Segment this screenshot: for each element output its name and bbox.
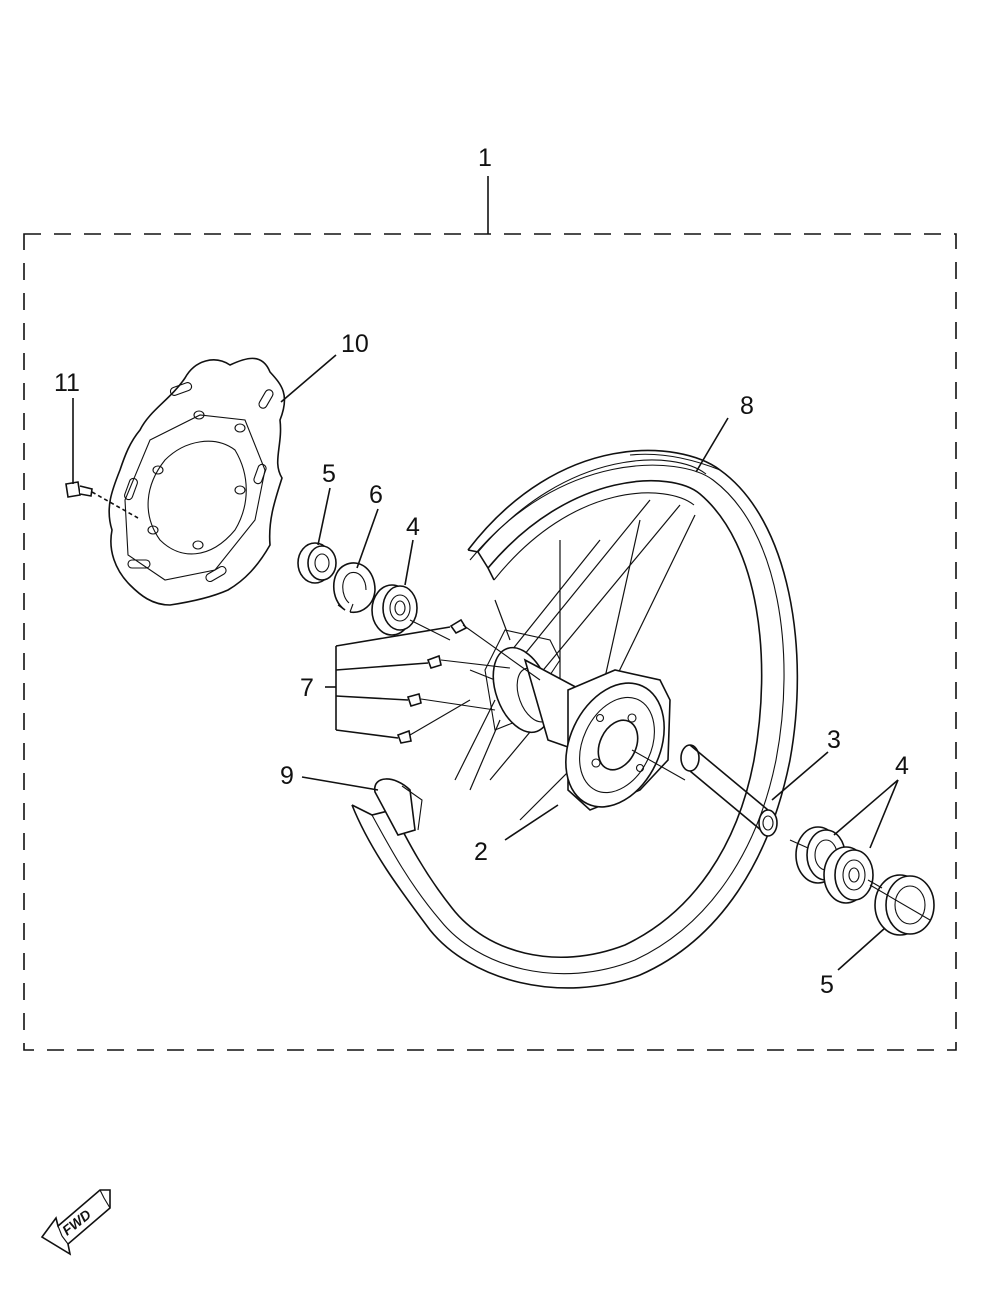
- callout-rim-band: 9: [280, 762, 294, 790]
- leader-lines: [72, 354, 899, 971]
- callout-labels: 1 10 11 5 6 4 8 7 9 2 3 4 5: [54, 144, 909, 999]
- brake-disc: [108, 357, 286, 606]
- oil-seal-right: [869, 874, 935, 936]
- callout-hub: 2: [474, 838, 488, 866]
- callout-bearing-left: 4: [406, 513, 420, 541]
- assembly-boundary: [23, 176, 957, 1051]
- circlip: [332, 562, 376, 614]
- callout-brake-disc: 10: [341, 330, 369, 358]
- collar: [680, 744, 778, 837]
- spokes-assembled: [454, 499, 696, 821]
- loose-spokes: [396, 618, 541, 744]
- callout-assembly: 1: [478, 144, 492, 172]
- callout-seal-left: 5: [322, 460, 336, 488]
- hub: [484, 629, 686, 811]
- callout-seal-right: 5: [820, 971, 834, 999]
- callout-rim: 8: [740, 392, 754, 420]
- rim-band: [374, 778, 423, 836]
- callout-bearing-right: 4: [895, 752, 909, 780]
- callout-disc-bolt: 11: [54, 369, 80, 397]
- callout-collar: 3: [827, 726, 841, 754]
- disc-bolt: [65, 481, 139, 519]
- bearing-left: [371, 584, 418, 636]
- callout-circlip: 6: [369, 481, 383, 509]
- bearing-right: [795, 826, 874, 904]
- fwd-direction-badge: FWD: [40, 1189, 111, 1256]
- callout-spokes: 7: [300, 674, 314, 702]
- oil-seal-left: [297, 542, 337, 584]
